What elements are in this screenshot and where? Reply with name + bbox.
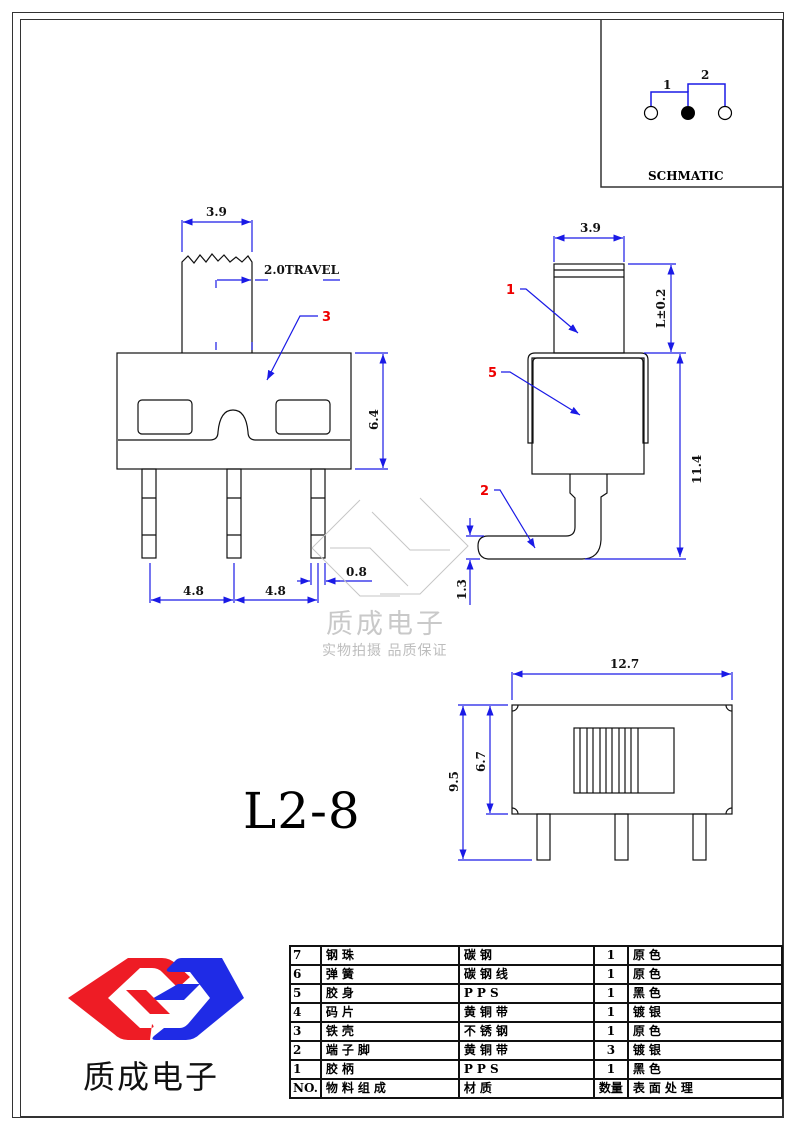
bom-finish: 原色 [626,945,784,966]
bom-row: 4 码片 黄铜带 1 镀银 [289,1002,784,1023]
dim-pin-width: 0.8 [346,565,367,579]
top-body [511,704,733,815]
dim-pin-pitch-right: 4.8 [265,584,286,598]
bom-no: 4 [289,1002,322,1023]
side-terminal [477,474,608,560]
bom-finish: 黑色 [626,1059,784,1080]
callout-5: 5 [488,366,497,381]
bom-qty: 1 [592,964,629,985]
side-view-dimensions [466,234,686,605]
bom-material: PPS [457,983,595,1004]
dim-top-height-total: 9.5 [447,771,461,792]
bom-row: 6 弹簧 碳钢线 1 原色 [289,964,784,985]
bom-part: 胶柄 [319,1059,460,1080]
bom-row: 2 端子脚 黄铜带 3 镀银 [289,1040,784,1061]
pin-left [141,468,157,559]
callout-1: 1 [506,283,515,298]
bom-qty: 1 [592,1002,629,1023]
bom-part: 钢珠 [319,945,460,966]
bom-header-material: 材质 [457,1078,595,1099]
top-slider [573,727,675,794]
bom-header-qty: 数量 [592,1078,629,1099]
front-view-dimensions [149,218,388,604]
bom-material: 黄铜带 [457,1040,595,1061]
callout-3: 3 [322,310,331,325]
bom-no: 1 [289,1059,322,1080]
bom-material: PPS [457,1059,595,1080]
schematic-terminal-1 [643,105,659,121]
schematic-diagram [650,83,726,106]
dim-body-height: 6.4 [367,409,381,430]
bom-material: 碳钢线 [457,964,595,985]
side-view [477,263,649,560]
model-number: L2-8 [243,782,361,840]
bom-part: 弹簧 [319,964,460,985]
bom-qty: 1 [592,1059,629,1080]
switch-body [116,352,352,470]
bom-row: 7 钢珠 碳钢 1 原色 [289,945,784,966]
bill-of-materials: 7 钢珠 碳钢 1 原色 6 弹簧 碳钢线 1 原色 5 胶身 PPS 1 黑色… [289,945,784,1099]
watermark-mark [311,497,469,597]
dim-total-height: 11.4 [690,455,704,484]
bom-header-part: 物料组成 [319,1078,460,1099]
logo-red-shape [68,958,190,1040]
drawing-frame-inner [20,19,783,1117]
bom-qty: 1 [592,945,629,966]
logo-text: 质成电子 [83,1058,220,1096]
callout-2: 2 [480,484,489,499]
logo-blue-shape [152,958,244,1040]
dim-top-body-height: 6.7 [474,751,488,772]
top-view-dimensions [458,670,733,861]
company-logo [68,958,244,1040]
bom-qty: 1 [592,983,629,1004]
watermark-subtitle: 实物拍摄 品质保证 [322,643,448,659]
bom-row: 5 胶身 PPS 1 黑色 [289,983,784,1004]
bom-no: 7 [289,945,322,966]
actuator-outline [181,253,253,353]
bom-header-finish: 表面处理 [626,1078,784,1099]
bom-part: 码片 [319,1002,460,1023]
bom-no: 2 [289,1040,322,1061]
bom-material: 碳钢 [457,945,595,966]
bom-part: 铁壳 [319,1021,460,1042]
bom-row: 1 胶柄 PPS 1 黑色 [289,1059,784,1080]
dim-actuator-width: 3.9 [206,205,227,219]
dim-pin-pitch-left: 4.8 [183,584,204,598]
schematic-label-2: 2 [701,68,709,82]
dim-travel: 2.0TRAVEL [264,263,340,277]
bom-finish: 原色 [626,1021,784,1042]
schematic-terminal-2 [717,105,733,121]
schematic-label: SCHMATIC [648,169,724,183]
dim-side-actuator-width: 3.9 [580,221,601,235]
dim-top-length: 12.7 [610,657,639,671]
bom-qty: 3 [592,1040,629,1061]
top-view [511,704,733,861]
bom-part: 胶身 [319,983,460,1004]
drawing-frame-outer [12,12,784,1118]
bom-material: 不锈钢 [457,1021,595,1042]
watermark-title: 质成电子 [326,609,446,640]
front-view [116,253,352,559]
bom-no: 3 [289,1021,322,1042]
bom-no: 5 [289,983,322,1004]
schematic-terminal-common [681,106,695,120]
dim-pin-offset: 1.3 [455,579,469,600]
bom-finish: 原色 [626,964,784,985]
bom-finish: 镀银 [626,1002,784,1023]
bom-part: 端子脚 [319,1040,460,1061]
pin-middle [226,468,242,559]
side-body [531,357,645,475]
schematic-label-1: 1 [663,78,671,92]
bom-material: 黄铜带 [457,1002,595,1023]
dim-actuator-length: L±0.2 [654,289,668,328]
bom-qty: 1 [592,1021,629,1042]
pin-right [310,468,326,559]
bom-header-row: NO. 物料组成 材质 数量 表面处理 [289,1078,784,1099]
schematic-box: 1 2 [600,20,783,188]
bom-header-no: NO. [289,1078,322,1099]
bom-finish: 黑色 [626,983,784,1004]
bom-finish: 镀银 [626,1040,784,1061]
bom-no: 6 [289,964,322,985]
bom-row: 3 铁壳 不锈钢 1 原色 [289,1021,784,1042]
